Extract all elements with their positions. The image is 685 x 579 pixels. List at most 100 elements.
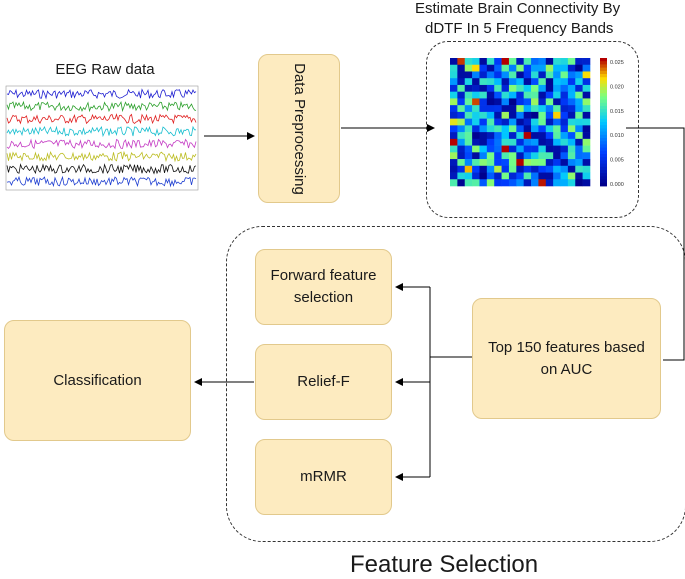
heatmap-cell (479, 98, 488, 106)
heatmap-cell (523, 118, 532, 126)
colorbar-segment (600, 176, 607, 180)
heatmap-cell (479, 91, 488, 99)
heatmap-cell (523, 152, 532, 160)
heatmap-cell (523, 98, 532, 106)
colorbar-segment (600, 147, 607, 152)
heatmap-cell (472, 179, 480, 187)
heatmap-cell (545, 111, 554, 119)
heatmap-cell (560, 172, 569, 180)
heatmap-cell (531, 91, 539, 99)
heatmap-cell (523, 172, 532, 180)
colorbar-segment (600, 106, 607, 110)
heatmap-cell (575, 145, 583, 153)
colorbar-segment (600, 138, 607, 142)
colorbar-segment (600, 77, 607, 81)
heatmap-cell (575, 98, 583, 106)
colorbar-tick-label: 0.000 (610, 182, 624, 188)
heatmap-cell (479, 84, 488, 92)
heatmap-cell (450, 172, 458, 180)
heatmap-cell (560, 138, 569, 146)
heatmap-cell (479, 58, 488, 66)
heatmap-cell (508, 145, 517, 153)
colorbar-segment (600, 80, 607, 84)
heatmap-cell (486, 159, 495, 167)
heatmap-cell (531, 98, 539, 106)
heatmap-cell (494, 84, 502, 92)
heatmap-cell (501, 58, 510, 66)
heatmap-cell (582, 84, 591, 92)
heatmap-cell (450, 91, 458, 99)
heatmap-cell (508, 172, 517, 180)
heatmap-cell (508, 84, 517, 92)
heatmap-cell (486, 111, 495, 119)
heatmap-cell (457, 84, 466, 92)
feature-selection-container (226, 226, 685, 542)
heatmap-cell (464, 78, 473, 86)
heatmap-cell (567, 165, 576, 173)
mrmr-label: mRMR (300, 468, 347, 485)
eeg-signal-plot (5, 85, 199, 191)
colorbar-tick-label: 0.025 (610, 60, 624, 66)
heatmap-cell (538, 105, 547, 113)
relief-f-label: Relief-F (297, 373, 350, 390)
heatmap-cell (531, 165, 539, 173)
heatmap-cell (523, 64, 532, 72)
heatmap-cell (567, 152, 576, 160)
heatmap-cell (494, 152, 502, 160)
heatmap-cell (501, 98, 510, 106)
heatmap-cell (501, 172, 510, 180)
heatmap-cell (508, 138, 517, 146)
top-features-label: Top 150 features based on AUC (488, 338, 645, 378)
heatmap-cell (464, 98, 473, 106)
heatmap-cell (567, 64, 576, 72)
heatmap-cell (545, 152, 554, 160)
heatmap-cell (553, 172, 561, 180)
heatmap-cell (582, 125, 591, 133)
heatmap-cell (464, 58, 473, 66)
heatmap-cell (531, 138, 539, 146)
heatmap-cell (560, 118, 569, 126)
heatmap-cell (508, 159, 517, 167)
heatmap-cell (560, 91, 569, 99)
heatmap-cell (450, 165, 458, 173)
heatmap-cell (450, 159, 458, 167)
colorbar-tick-label: 0.020 (610, 84, 624, 90)
heatmap-cell (567, 118, 576, 126)
heatmap-cell (538, 64, 547, 72)
heatmap-cell (508, 165, 517, 173)
heatmap-cell (553, 111, 561, 119)
heatmap-cell (582, 152, 591, 160)
heatmap-cell (516, 145, 524, 153)
heatmap-cell (575, 64, 583, 72)
heatmap-cell (545, 105, 554, 113)
heatmap-cell (457, 111, 466, 119)
heatmap-cell (560, 78, 569, 86)
heatmap-cell (464, 179, 473, 187)
heatmap-cell (508, 71, 517, 79)
heatmap-cell (516, 172, 524, 180)
heatmap-cell (538, 78, 547, 86)
heatmap-cell (486, 64, 495, 72)
forward-selection-box: Forward feature selection (255, 249, 392, 325)
heatmap-cell (582, 58, 591, 66)
colorbar-segment (600, 64, 607, 68)
relief-f-box: Relief-F (255, 344, 392, 420)
heatmap-cell (523, 71, 532, 79)
heatmap-cell (553, 159, 561, 167)
classification-label: Classification (53, 371, 142, 389)
heatmap-cell (508, 152, 517, 160)
heatmap-cell (486, 98, 495, 106)
heatmap-cell (501, 159, 510, 167)
heatmap-cell (516, 118, 524, 126)
heatmap-cell (560, 84, 569, 92)
heatmap-cell (567, 84, 576, 92)
heatmap-cell (450, 145, 458, 153)
heatmap-cell (516, 159, 524, 167)
eeg-channel-trace (6, 150, 197, 163)
heatmap-cell (523, 105, 532, 113)
colorbar-segment (600, 157, 607, 161)
heatmap-cell (457, 138, 466, 146)
heatmap-cell (582, 145, 591, 153)
heatmap-cell (560, 64, 569, 72)
heatmap-cell (457, 132, 466, 140)
